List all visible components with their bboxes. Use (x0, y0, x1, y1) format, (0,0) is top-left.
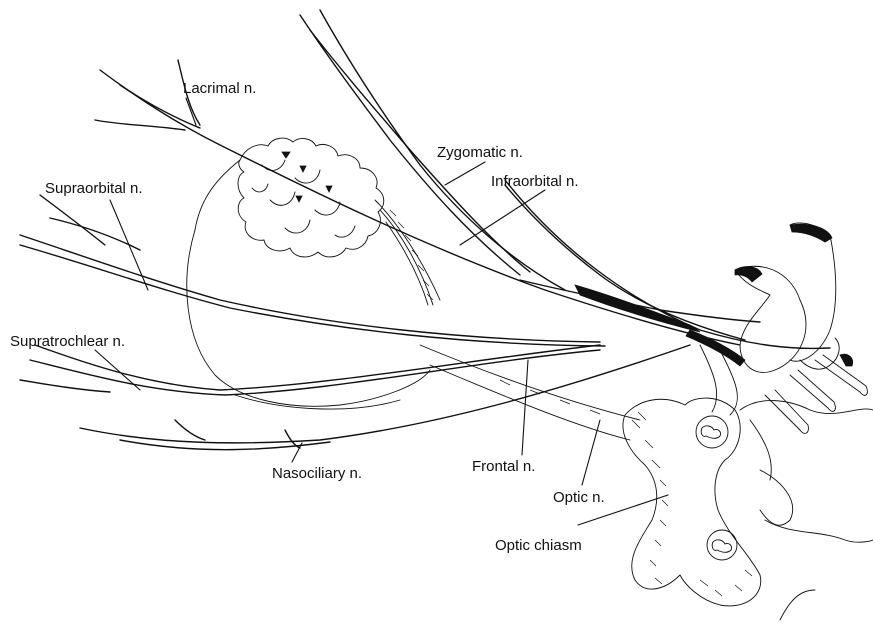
label-lacrimal-nerve: Lacrimal n. (183, 80, 256, 97)
label-supratrochlear-nerve: Supratrochlear n. (10, 333, 125, 350)
nerve-trunks (20, 10, 830, 450)
label-supraorbital-nerve: Supraorbital n. (45, 180, 143, 197)
leader-frontal (522, 360, 528, 455)
orbital-muscle (375, 200, 440, 305)
leader-zygomatic (445, 162, 485, 185)
optic-chiasm-structure (623, 398, 873, 620)
label-optic-nerve: Optic n. (553, 489, 605, 506)
leader-infraorbital (460, 190, 545, 245)
leader-lacrimal (186, 98, 196, 125)
optic-nerve (420, 345, 640, 440)
leader-supraorbital (110, 200, 148, 290)
internal-carotid (735, 223, 867, 433)
leader-supratrochlear (95, 350, 140, 390)
eyeball (187, 160, 430, 409)
label-infraorbital-nerve: Infraorbital n. (491, 173, 579, 190)
leader-optic (582, 420, 600, 485)
label-frontal-nerve: Frontal n. (472, 458, 535, 475)
label-nasociliary-nerve: Nasociliary n. (272, 465, 362, 482)
label-optic-chiasm: Optic chiasm (495, 537, 582, 554)
leader-lines (95, 98, 668, 525)
label-zygomatic-nerve: Zygomatic n. (437, 144, 523, 161)
lacrimal-gland (238, 138, 384, 257)
